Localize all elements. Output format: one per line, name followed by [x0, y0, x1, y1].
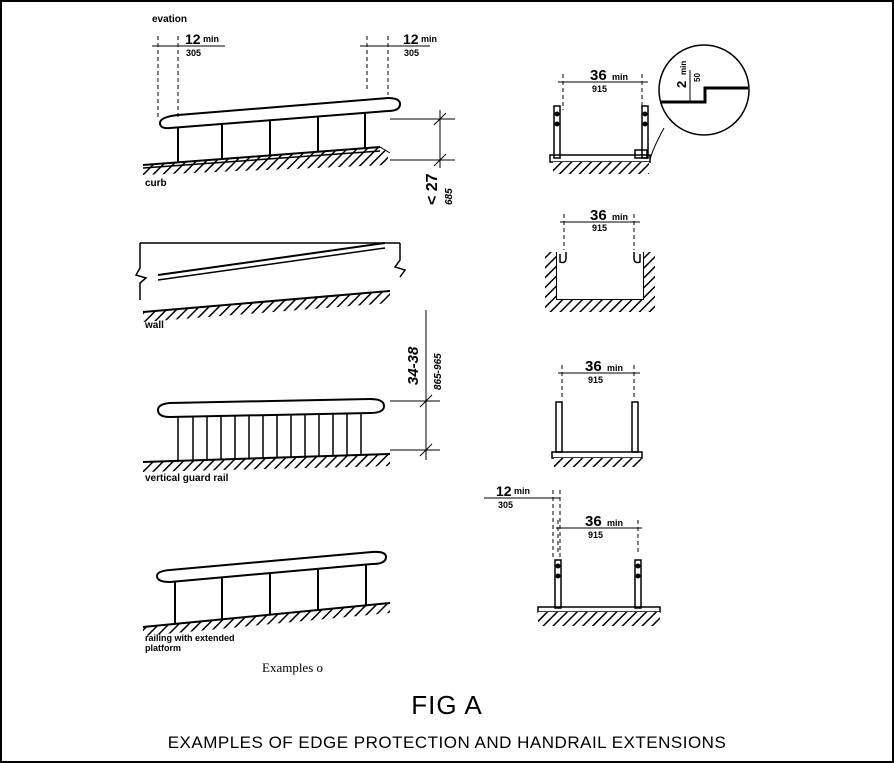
dim-34-38: 34-38	[405, 346, 422, 385]
dim-36-s3: 36	[585, 358, 602, 375]
section-extended-platform: 12 min 305 36 min 915	[484, 483, 661, 626]
dim-305-s4: 305	[498, 500, 513, 510]
label-railing-extended-1: railing with extended	[145, 633, 235, 643]
elevation-extended-platform: railing with extended platform	[142, 550, 391, 653]
dim-305-left: 305	[186, 48, 201, 58]
figure-subtitle: EXAMPLES OF EDGE PROTECTION AND HANDRAIL…	[167, 733, 727, 752]
elevation-wall-rail: wall	[134, 242, 407, 331]
dim-min-right: min	[421, 34, 437, 44]
dim-min-s2: min	[612, 212, 628, 222]
section-guard: 36 min 915	[551, 358, 643, 467]
dim-min-s3: min	[607, 363, 623, 373]
dim-915-s1: 915	[592, 84, 607, 94]
dim-12-left: 12	[185, 31, 201, 47]
label-curb: curb	[145, 178, 167, 189]
section-wall-channel: 36 min 915	[545, 207, 655, 312]
dim-36-s1: 36	[590, 67, 607, 84]
dim-865-965: 865-965	[433, 353, 444, 390]
dim-36-s4: 36	[585, 513, 602, 530]
dim-50: 50	[693, 73, 702, 82]
dim-min-left: min	[203, 34, 219, 44]
examples-label: Examples o	[262, 660, 324, 675]
dim-min-detail: min	[679, 61, 688, 75]
dim-12-s4: 12	[496, 483, 512, 499]
dim-min-s4b: min	[607, 518, 623, 528]
dim-915-s2: 915	[592, 223, 607, 233]
dim-915-s4: 915	[588, 530, 603, 540]
dim-36-s2: 36	[590, 207, 607, 224]
dim-lt27: < 27	[424, 173, 441, 205]
dim-305-right: 305	[404, 48, 419, 58]
dim-915-s3: 915	[588, 375, 603, 385]
dim-min-s1: min	[612, 72, 628, 82]
figure-title: FIG A	[411, 690, 483, 720]
label-wall: wall	[144, 320, 164, 331]
label-vertical-guard-rail: vertical guard rail	[145, 473, 229, 484]
elevation-vertical-guard-rail: vertical guard rail 34-38 865-965	[142, 310, 444, 484]
label-railing-extended-2: platform	[145, 643, 181, 653]
dim-2: 2	[674, 81, 689, 88]
label-elevation: evation	[152, 14, 187, 25]
dim-685: 685	[444, 188, 455, 205]
dim-min-s4: min	[514, 486, 530, 496]
dim-12-right: 12	[403, 31, 419, 47]
elevation-curb-railing: evation 12 min 305 12 min 305 curb	[142, 14, 455, 205]
section-curb-edge: 36 min 915 2 min 50	[549, 44, 750, 174]
